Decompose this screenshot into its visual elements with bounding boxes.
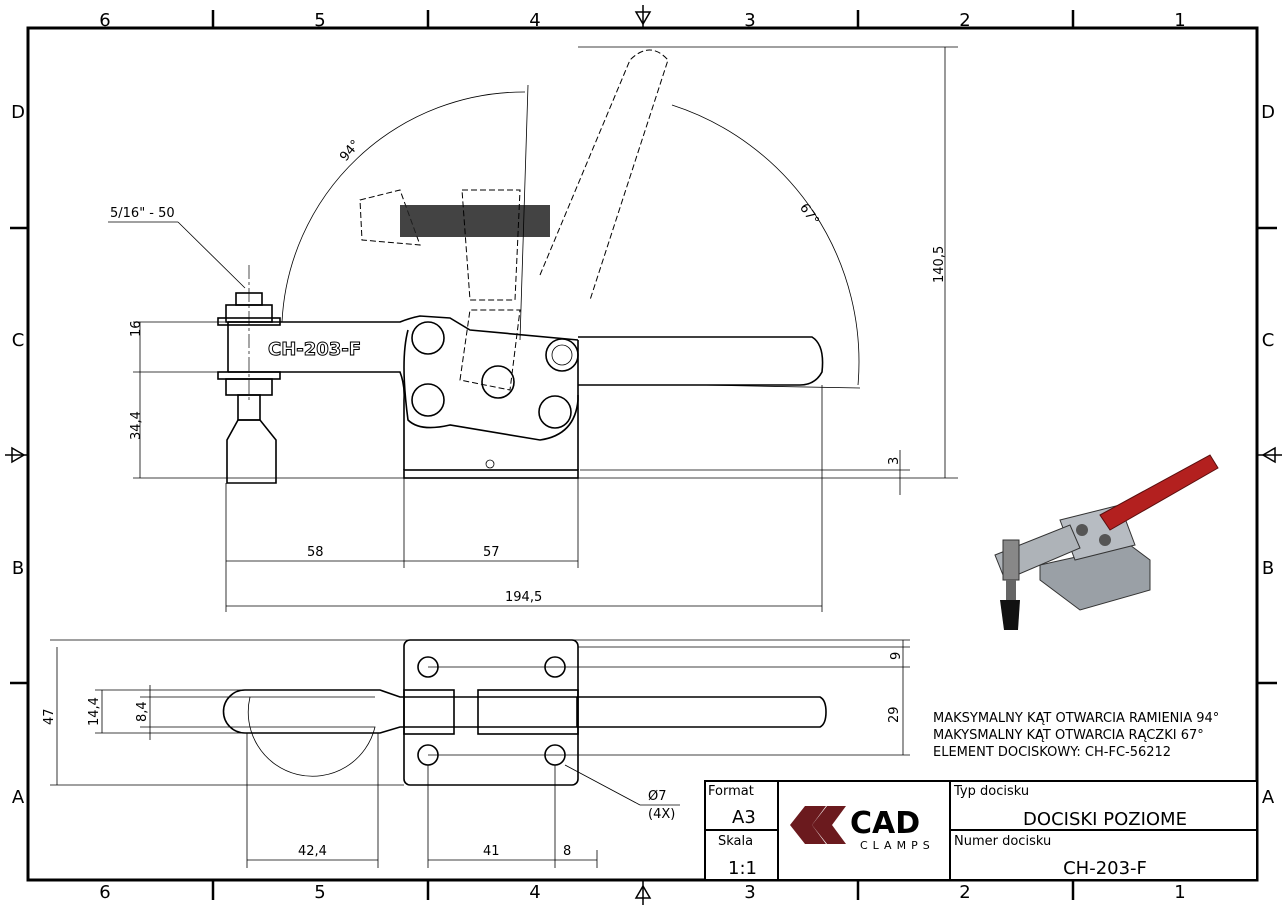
svg-text:CAD: CAD bbox=[850, 806, 920, 841]
svg-text:5: 5 bbox=[314, 882, 325, 903]
svg-text:47: 47 bbox=[42, 708, 57, 725]
svg-text:D: D bbox=[11, 102, 25, 123]
notes: MAKSYMALNY KĄT OTWARCIA RAMIENIA 94° MAK… bbox=[933, 711, 1219, 760]
svg-text:DOCISKI POZIOME: DOCISKI POZIOME bbox=[1023, 809, 1187, 830]
svg-text:41: 41 bbox=[483, 844, 500, 859]
svg-text:(4X): (4X) bbox=[648, 807, 675, 822]
svg-text:C: C bbox=[12, 330, 25, 351]
svg-text:6: 6 bbox=[99, 882, 110, 903]
svg-text:B: B bbox=[12, 558, 24, 579]
svg-text:Typ docisku: Typ docisku bbox=[953, 784, 1029, 799]
clamp-3d-render bbox=[994, 454, 1219, 630]
svg-text:3: 3 bbox=[744, 10, 755, 31]
svg-text:3: 3 bbox=[744, 882, 755, 903]
svg-text:6: 6 bbox=[99, 10, 110, 31]
svg-text:140,5: 140,5 bbox=[932, 246, 947, 283]
svg-text:4: 4 bbox=[529, 10, 540, 31]
svg-text:1: 1 bbox=[1174, 882, 1185, 903]
svg-text:C: C bbox=[1262, 330, 1275, 351]
svg-text:Ø7: Ø7 bbox=[648, 789, 667, 804]
zone-ticks bbox=[10, 10, 1277, 900]
svg-text:29: 29 bbox=[887, 706, 902, 723]
svg-text:9: 9 bbox=[889, 652, 904, 660]
svg-text:67°: 67° bbox=[796, 201, 822, 228]
svg-text:Format: Format bbox=[708, 784, 754, 799]
svg-text:1: 1 bbox=[1174, 10, 1185, 31]
svg-text:4: 4 bbox=[529, 882, 540, 903]
svg-text:2: 2 bbox=[959, 882, 970, 903]
svg-text:MAKSYMALNY KĄT OTWARCIA RAMIEN: MAKSYMALNY KĄT OTWARCIA RAMIENIA 94° bbox=[933, 711, 1219, 726]
zone-labels: 6 5 4 3 2 1 6 5 4 3 2 1 D C B A D C B A bbox=[11, 10, 1275, 903]
thread-callout: 5/16" - 50 bbox=[110, 206, 175, 221]
svg-text:Numer docisku: Numer docisku bbox=[954, 834, 1051, 849]
svg-text:3: 3 bbox=[887, 457, 902, 465]
svg-text:42,4: 42,4 bbox=[298, 844, 327, 859]
cad-clamps-logo: CAD CLAMPS bbox=[790, 806, 935, 852]
svg-text:D: D bbox=[1261, 102, 1275, 123]
top-view: 47 14,4 8,4 9 29 42,4 41 8 Ø7 (4X) bbox=[42, 639, 910, 868]
svg-text:194,5: 194,5 bbox=[505, 590, 542, 605]
svg-text:2: 2 bbox=[959, 10, 970, 31]
svg-text:A: A bbox=[12, 787, 25, 808]
centering-arrows bbox=[5, 5, 1282, 905]
side-view: CH-203-F 94° 67° 5 bbox=[108, 46, 958, 612]
svg-text:CLAMPS: CLAMPS bbox=[860, 839, 935, 852]
svg-text:57: 57 bbox=[483, 545, 500, 560]
svg-text:A3: A3 bbox=[732, 807, 756, 828]
svg-text:5: 5 bbox=[314, 10, 325, 31]
svg-text:14,4: 14,4 bbox=[87, 697, 102, 726]
svg-text:34,4: 34,4 bbox=[129, 411, 144, 440]
svg-text:A: A bbox=[1262, 787, 1275, 808]
svg-text:CH-203-F: CH-203-F bbox=[1063, 858, 1147, 879]
arm-marking: CH-203-F bbox=[268, 339, 361, 360]
svg-text:ELEMENT DOCISKOWY: CH-FC-56212: ELEMENT DOCISKOWY: CH-FC-56212 bbox=[933, 745, 1171, 760]
svg-text:Skala: Skala bbox=[718, 834, 753, 849]
svg-text:8,4: 8,4 bbox=[135, 701, 150, 722]
svg-text:16: 16 bbox=[129, 320, 144, 337]
svg-text:58: 58 bbox=[307, 545, 324, 560]
title-block: Format A3 Skala 1:1 CAD CLAMPS Typ docis… bbox=[704, 780, 1258, 881]
svg-text:B: B bbox=[1262, 558, 1274, 579]
svg-text:MAKYSMALNY KĄT OTWARCIA RĄCZKI: MAKYSMALNY KĄT OTWARCIA RĄCZKI 67° bbox=[933, 728, 1204, 743]
svg-text:94°: 94° bbox=[337, 137, 363, 164]
svg-text:1:1: 1:1 bbox=[728, 858, 757, 879]
svg-text:8: 8 bbox=[563, 844, 571, 859]
